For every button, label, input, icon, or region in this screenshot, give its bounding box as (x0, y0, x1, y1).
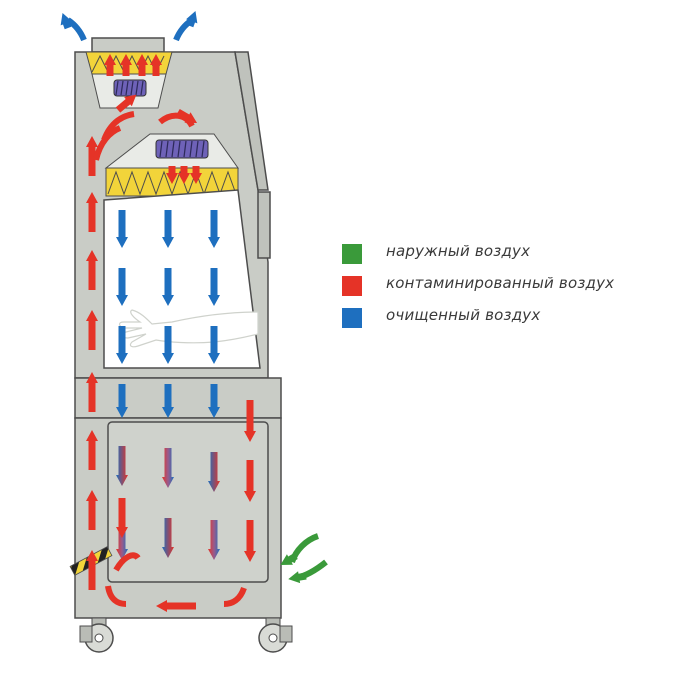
clean-air-arrow-icon (162, 268, 174, 306)
legend-label: наружный воздух (386, 242, 531, 260)
inner-plenum (107, 421, 269, 583)
contaminated-air-arrow-icon (190, 166, 202, 184)
exhaust-curl-icon (66, 17, 87, 42)
clean-air-arrow-icon (116, 326, 128, 364)
clean-air-arrow-icon (116, 210, 128, 248)
curved-arrow-icon (113, 552, 141, 572)
contaminated-air-arrow-icon (244, 460, 256, 502)
legend-swatch (342, 276, 362, 296)
contaminated-air-arrow-icon (166, 166, 178, 184)
legend-label: контаминированный воздух (386, 274, 615, 292)
contaminated-air-arrow-icon (86, 372, 98, 412)
contaminated-air-arrow-icon (136, 54, 148, 76)
legend-swatch (342, 244, 362, 264)
contaminated-air-arrow-icon (178, 166, 190, 184)
contaminated-air-arrow-icon (86, 250, 98, 290)
contaminated-air-arrow-icon (244, 520, 256, 562)
front-side-strip (234, 51, 269, 191)
legend-item-outside-air: наружный воздух (342, 238, 672, 268)
caster-wheel-icon (79, 617, 114, 653)
clean-air-arrow-icon (162, 210, 174, 248)
clean-air-arrow-icon (208, 326, 220, 364)
outside-air-arrow-icon (280, 552, 298, 565)
clean-air-arrow-icon (208, 210, 220, 248)
clean-air-arrow-icon (208, 384, 220, 418)
mixed-air-arrow-icon (208, 452, 220, 492)
arm-glove-icon (118, 309, 259, 348)
clean-air-arrow-icon (208, 268, 220, 306)
mixed-air-arrow-icon (162, 448, 174, 488)
contaminated-air-arrow-icon (156, 600, 196, 612)
contaminated-air-arrow-icon (86, 430, 98, 470)
exhaust-collar (91, 37, 165, 53)
clean-air-arrow-icon (186, 10, 198, 28)
supply-filter-unit (104, 133, 239, 197)
contaminated-air-arrow-icon (150, 54, 162, 76)
legend-item-clean-air: очищенный воздух (342, 302, 672, 332)
clean-air-arrow-icon (116, 268, 128, 306)
airflow-arrows (60, 10, 328, 612)
contaminated-air-arrow-icon (86, 310, 98, 350)
top-exhaust-filter (85, 51, 173, 109)
legend-label: очищенный воздух (386, 306, 541, 324)
filter-zigzag (107, 170, 237, 196)
contaminated-air-arrow-icon (120, 54, 132, 76)
mixed-air-arrow-icon (162, 518, 174, 558)
clean-air-arrow-icon (60, 12, 72, 30)
outside-air-arrow-icon (288, 571, 307, 584)
caster-wheel-icon (258, 617, 293, 653)
curved-arrow-icon (105, 585, 127, 607)
fan-icon (155, 139, 209, 159)
contaminated-air-arrow-icon (86, 192, 98, 232)
legend-swatch (342, 308, 362, 328)
contaminated-air-arrow-icon (176, 108, 198, 123)
contaminated-air-arrow-icon (86, 550, 98, 590)
contaminated-air-arrow-icon (116, 498, 128, 538)
clean-air-arrow-icon (116, 384, 128, 418)
curved-arrow-icon (101, 111, 135, 142)
sash-handle-box (257, 191, 271, 259)
contaminated-air-arrow-icon (115, 94, 137, 113)
contaminated-air-arrow-icon (104, 54, 116, 76)
mixed-air-arrow-icon (208, 520, 220, 560)
mixed-air-arrow-icon (116, 446, 128, 486)
legend-item-contaminated-air: контаминированный воздух (342, 270, 672, 300)
legend: наружный воздух контаминированный воздух… (342, 238, 672, 334)
curved-arrow-icon (223, 586, 247, 607)
contaminated-air-arrow-icon (244, 400, 256, 442)
clean-air-arrow-icon (162, 326, 174, 364)
clean-air-arrow-icon (162, 384, 174, 418)
contaminated-air-arrow-icon (86, 490, 98, 530)
contaminated-air-arrow-icon (86, 136, 98, 176)
